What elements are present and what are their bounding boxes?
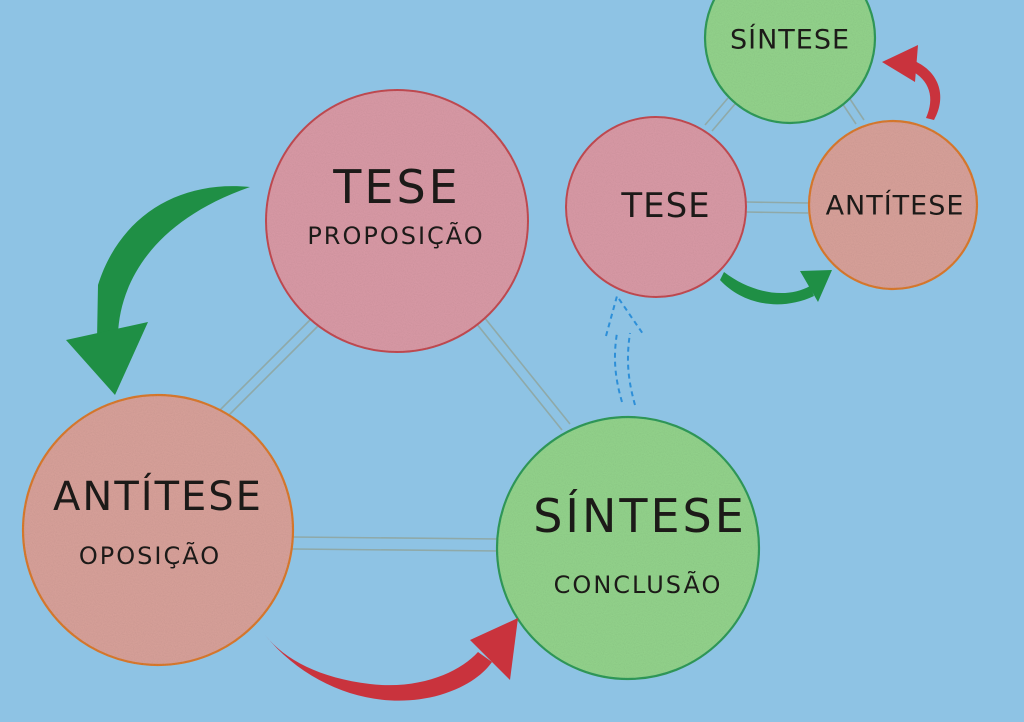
small-tese-circle	[565, 116, 747, 298]
small-sintese-circle	[703, 0, 877, 125]
antitese-title: ANTÍTESE	[53, 474, 263, 520]
connector-tese-antitese-a	[217, 311, 319, 413]
small-connectors	[704, 95, 865, 214]
small-antitese-title: ANTÍTESE	[825, 190, 965, 222]
large-connectors	[217, 311, 571, 552]
tese-title: TESE	[333, 160, 461, 214]
small-connector-tese-antitese-a	[745, 201, 809, 204]
connector-tese-sintese-b	[479, 311, 571, 425]
small-antitese-circle	[807, 119, 979, 291]
sintese-circle	[495, 415, 761, 681]
red-arrow-large	[265, 618, 518, 701]
small-tese-title: TESE	[621, 186, 711, 226]
antitese-circle	[21, 393, 295, 667]
tese-subtitle: PROPOSIÇÃO	[307, 222, 485, 250]
green-arrow-small	[720, 270, 832, 305]
connector-tese-antitese-b	[225, 317, 327, 419]
sintese-title: SÍNTESE	[533, 489, 747, 543]
antitese-subtitle: OPOSIÇÃO	[78, 542, 222, 570]
small-connector-tese-sintese-a	[704, 97, 729, 126]
small-connector-tese-antitese-b	[745, 211, 809, 214]
red-arrow-small	[882, 45, 941, 120]
small-connector-sintese-antitese-b	[847, 95, 865, 121]
sintese-subtitle: CONCLUSÃO	[553, 571, 723, 599]
connector-tese-sintese-a	[471, 317, 563, 431]
blue-dashed-arrow	[605, 293, 644, 406]
tese-circle	[265, 89, 529, 353]
connector-antitese-sintese-b	[291, 548, 501, 552]
small-connector-tese-sintese-b	[711, 103, 736, 132]
green-arrow-large	[66, 186, 250, 395]
connector-antitese-sintese-a	[291, 536, 501, 540]
small-sintese-title: SÍNTESE	[729, 24, 851, 56]
